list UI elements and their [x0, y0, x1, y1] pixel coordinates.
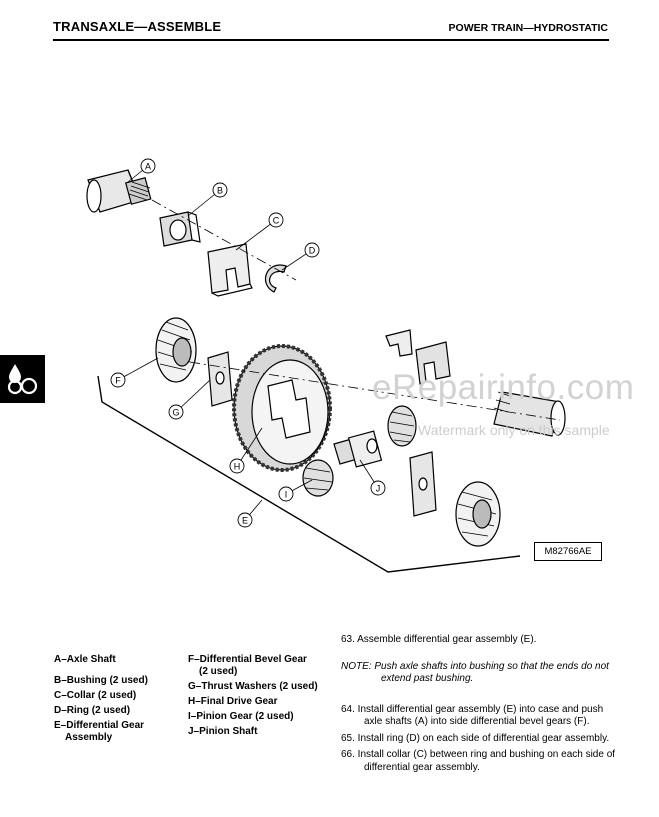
callout-c-circle [268, 212, 284, 228]
pinion-shaft [333, 430, 383, 468]
header-rule [53, 39, 609, 41]
bevel-gear-left [155, 317, 197, 383]
callout-e-circle [237, 512, 253, 528]
oil-gear-icon [7, 364, 38, 395]
legend-f: F–Differential Bevel Gear [188, 654, 307, 665]
callout-g: G [172, 408, 179, 418]
step-65: 65. Install ring (D) on each side of dif… [341, 732, 610, 744]
pinion-gear-upper [387, 405, 417, 447]
step-64: 64. Install differential gear assembly (… [341, 703, 604, 728]
axle-shaft-right [493, 391, 566, 437]
instructions: 63. Assemble differential gear assembly … [341, 634, 616, 778]
exploded-view-diagram: A B C D E F G H I J [86, 158, 566, 573]
axle-shaft-left [86, 169, 152, 213]
callout-b: B [217, 186, 223, 196]
callout-g-circle [168, 404, 184, 420]
legend-g: G–Thrust Washers (2 used) [188, 681, 318, 692]
pinion-gear-lower [302, 459, 334, 497]
bushing-right [415, 341, 451, 385]
callout-f-circle [110, 372, 126, 388]
callout-i-circle [278, 486, 294, 502]
figure-id: M82766AE [534, 542, 602, 561]
legend-h: H–Final Drive Gear [188, 696, 278, 707]
callout-d-circle [304, 242, 320, 258]
note: NOTE: Push axle shafts into bushing so t… [341, 660, 609, 685]
legend-j: J–Pinion Shaft [188, 726, 258, 737]
bevel-gear-right [455, 481, 501, 547]
watermark-note: Watermark only on this sample [418, 422, 610, 438]
thrust-washer-left [207, 351, 233, 407]
legend-b: B–Bushing (2 used) [54, 675, 148, 686]
callout-a-circle [140, 158, 156, 174]
section-title: TRANSAXLE—ASSEMBLE [53, 19, 222, 34]
bushing-left [159, 211, 201, 247]
legend-e: E–Differential Gear [54, 720, 145, 731]
thrust-washer-right [409, 451, 437, 517]
callout-j-circle [370, 480, 386, 496]
legend-i: I–Pinion Gear (2 used) [188, 711, 294, 722]
callout-c: C [273, 216, 280, 226]
callout-d: D [309, 246, 316, 256]
section-tab [0, 355, 45, 403]
callout-a: A [145, 162, 151, 172]
legend-c: C–Collar (2 used) [54, 690, 137, 701]
callout-b-circle [212, 182, 228, 198]
step-66: 66. Install collar (C) between ring and … [341, 749, 616, 773]
legend-column-2: F–Differential Bevel Gear (2 used) G–Thr… [188, 654, 318, 741]
legend-a: A–Axle Shaft [54, 654, 116, 665]
final-drive-gear [232, 344, 332, 472]
ring-left [264, 264, 287, 293]
legend-column-1: A–Axle Shaft B–Bushing (2 used) C–Collar… [54, 654, 148, 747]
callout-f: F [115, 376, 121, 386]
assembly-bracket [97, 375, 521, 573]
legend-f-cont: (2 used) [199, 666, 238, 677]
legend-e-cont: Assembly [65, 732, 113, 743]
callout-e: E [242, 516, 248, 526]
legend-d: D–Ring (2 used) [54, 705, 131, 716]
callout-i: I [285, 490, 288, 500]
chapter-title: POWER TRAIN—HYDROSTATIC [448, 22, 608, 34]
watermark-site: eRepairinfo.com [372, 368, 635, 407]
callout-h-circle [229, 458, 245, 474]
callout-h: H [234, 462, 241, 472]
step-63: 63. Assemble differential gear assembly … [341, 634, 537, 645]
collar-right [385, 329, 413, 357]
callout-j: J [376, 484, 381, 494]
collar-left [207, 243, 253, 297]
